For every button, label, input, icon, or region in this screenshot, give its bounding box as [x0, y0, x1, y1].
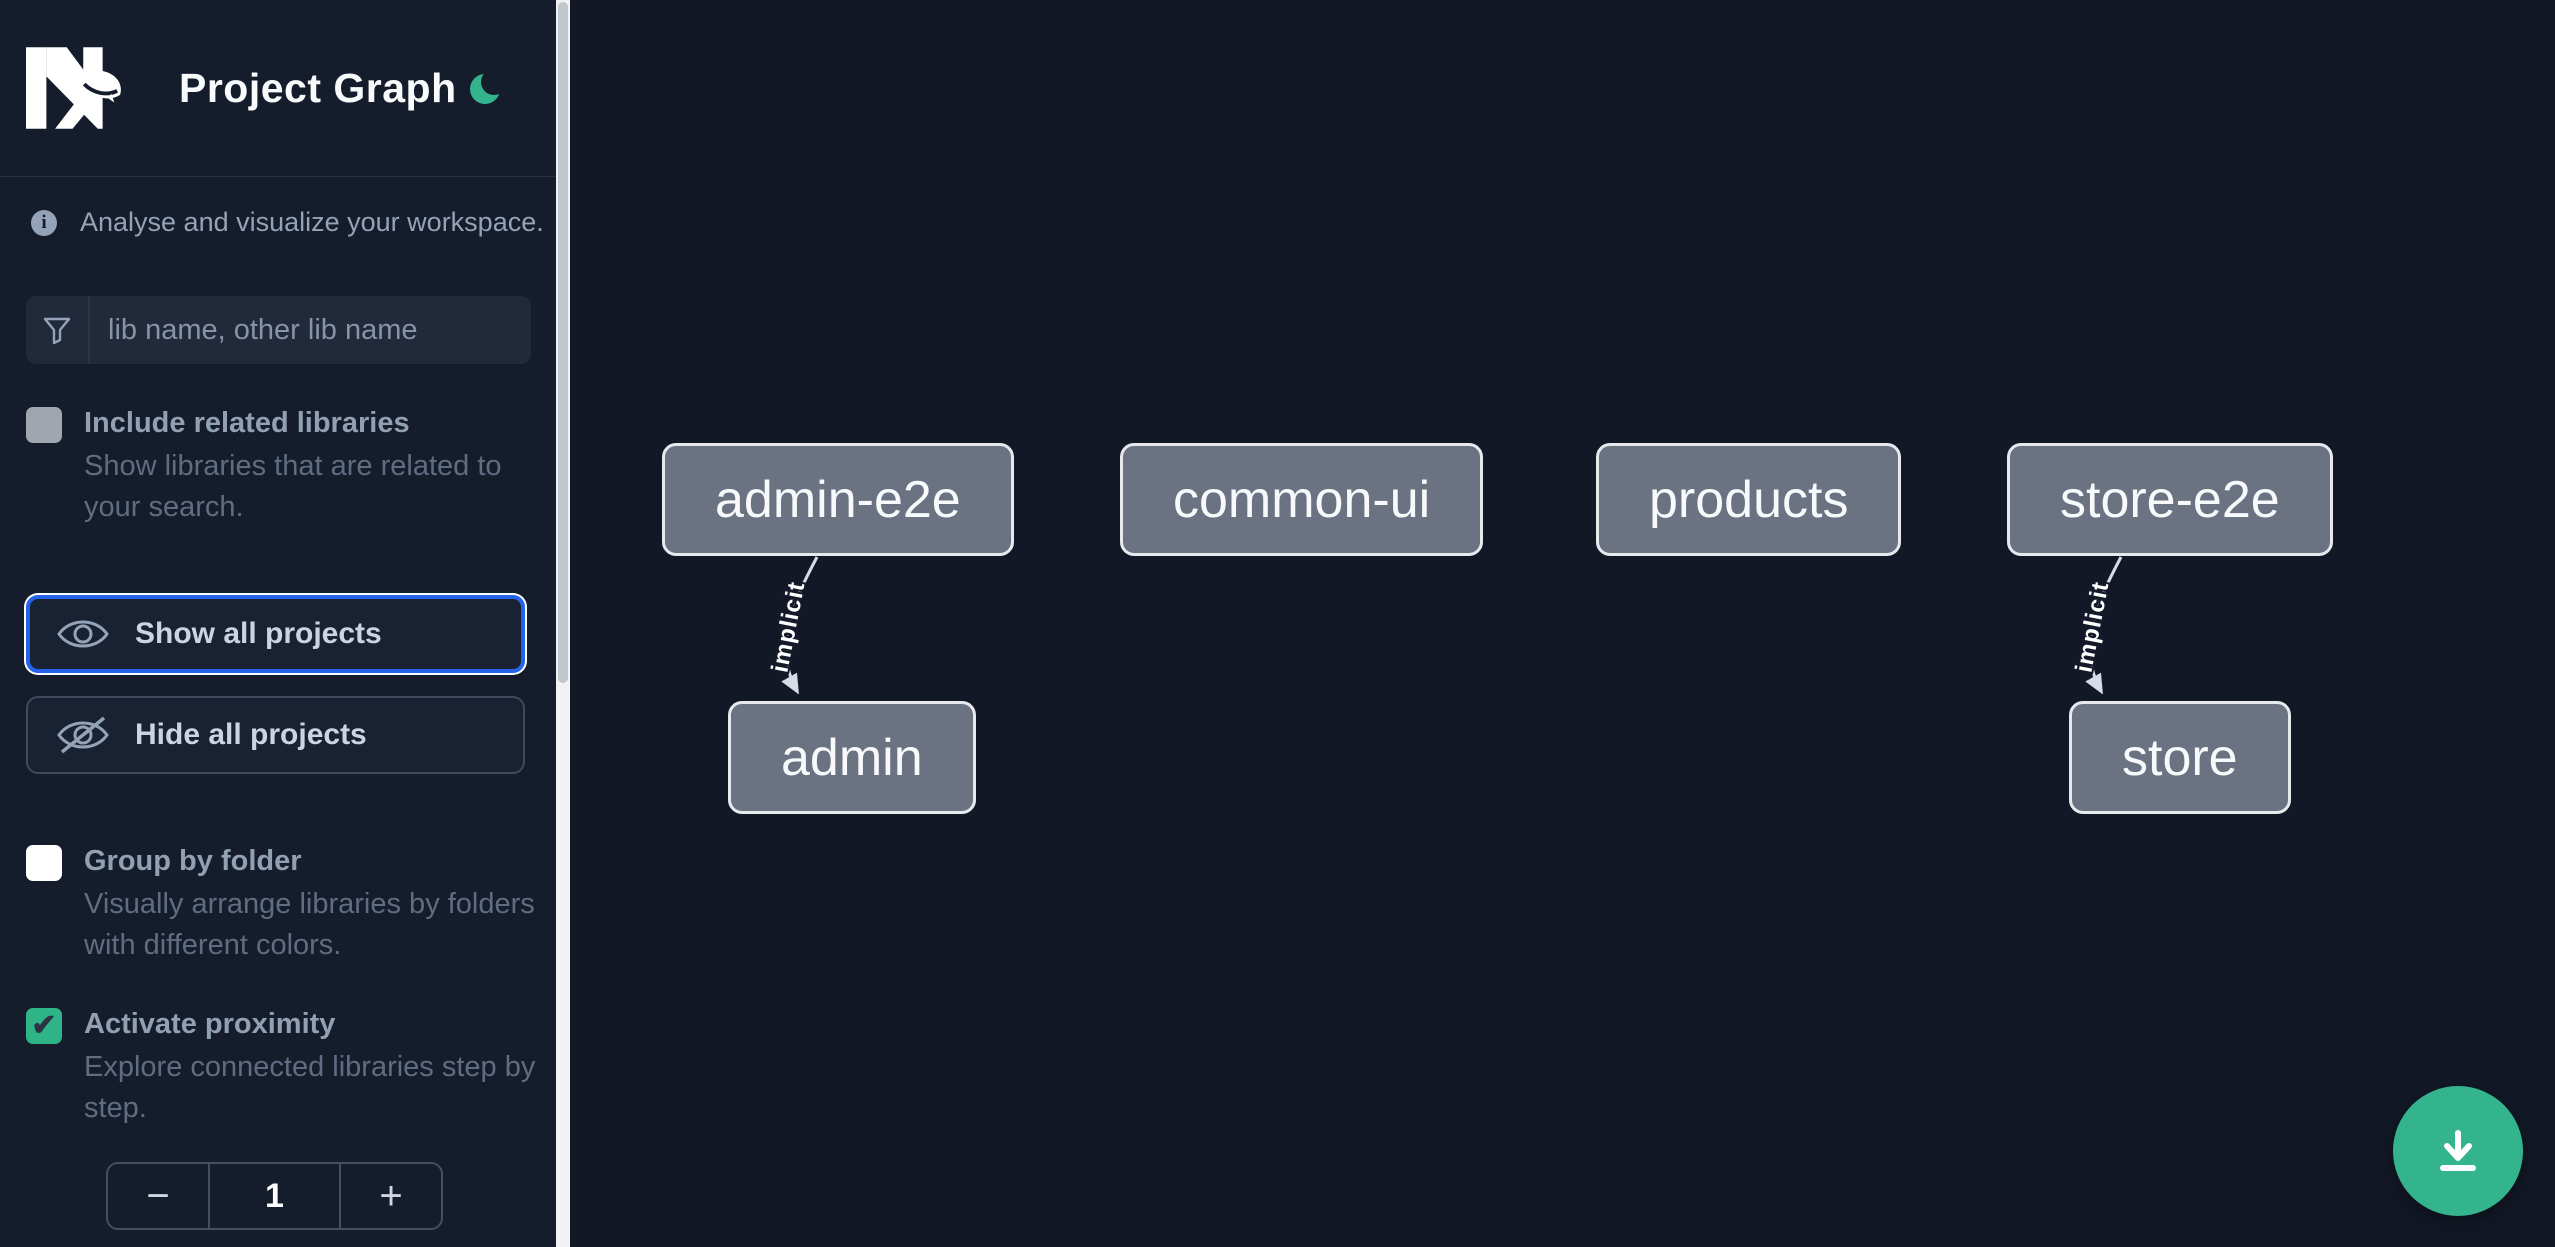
option-include-related[interactable]: Include related libraries Show libraries… — [0, 405, 556, 528]
hide-all-projects-button[interactable]: Hide all projects — [26, 696, 525, 774]
decrement-button[interactable]: − — [146, 1173, 170, 1218]
proximity-value: 1 — [208, 1164, 341, 1228]
tagline-text: Analyse and visualize your workspace. — [80, 207, 544, 237]
option-activate-proximity[interactable]: ✔ Activate proximity Explore connected l… — [0, 1006, 556, 1129]
option-label: Include related libraries — [84, 407, 410, 439]
option-description: Visually arrange libraries by folders wi… — [84, 888, 535, 961]
include-related-checkbox[interactable] — [26, 407, 62, 443]
info-icon: i — [31, 209, 57, 236]
sidebar-scrollbar-thumb[interactable] — [558, 2, 568, 683]
edge-admin-e2e-admin — [781, 556, 819, 695]
tagline-row: i Analyse and visualize your workspace. — [0, 207, 556, 238]
graph-node-products[interactable]: products — [1596, 443, 1902, 556]
show-all-projects-label: Show all projects — [135, 617, 382, 650]
eye-icon — [57, 620, 109, 648]
graph-node-common-ui[interactable]: common-ui — [1120, 443, 1484, 556]
option-description: Explore connected libraries step by step… — [84, 1051, 536, 1124]
sidebar-header: Project Graph — [0, 0, 556, 177]
option-description: Show libraries that are related to your … — [84, 450, 502, 523]
download-icon — [2440, 1130, 2476, 1171]
activate-proximity-checkbox[interactable]: ✔ — [26, 1008, 62, 1044]
option-label: Activate proximity — [84, 1008, 336, 1040]
group-by-folder-checkbox[interactable] — [26, 845, 62, 881]
check-icon: ✔ — [31, 1009, 57, 1042]
graph-node-admin-e2e[interactable]: admin-e2e — [662, 443, 1014, 556]
search-input[interactable] — [90, 296, 531, 364]
download-button[interactable] — [2393, 1086, 2523, 1216]
proximity-stepper: − 1 + — [106, 1162, 443, 1230]
page-title: Project Graph — [179, 64, 457, 111]
filter-funnel-icon — [26, 296, 90, 364]
sidebar: Project Graph i Analyse and visualize yo… — [0, 0, 570, 1247]
option-group-by-folder[interactable]: Group by folder Visually arrange librari… — [0, 843, 556, 966]
hide-all-projects-label: Hide all projects — [135, 718, 367, 751]
dark-mode-moon-icon[interactable] — [468, 70, 504, 106]
search-bar — [26, 296, 531, 364]
sidebar-scrollbar-track[interactable] — [556, 0, 570, 1247]
graph-node-admin[interactable]: admin — [728, 701, 976, 814]
edges-svg — [781, 556, 2123, 695]
graph-node-store[interactable]: store — [2069, 701, 2291, 814]
nx-logo-icon — [26, 47, 121, 129]
option-label: Group by folder — [84, 845, 302, 877]
show-all-projects-button[interactable]: Show all projects — [26, 595, 525, 673]
increment-button[interactable]: + — [379, 1173, 403, 1218]
graph-node-store-e2e[interactable]: store-e2e — [2007, 443, 2333, 556]
edge-store-e2e-store — [2085, 556, 2123, 695]
eye-off-icon — [57, 716, 109, 754]
